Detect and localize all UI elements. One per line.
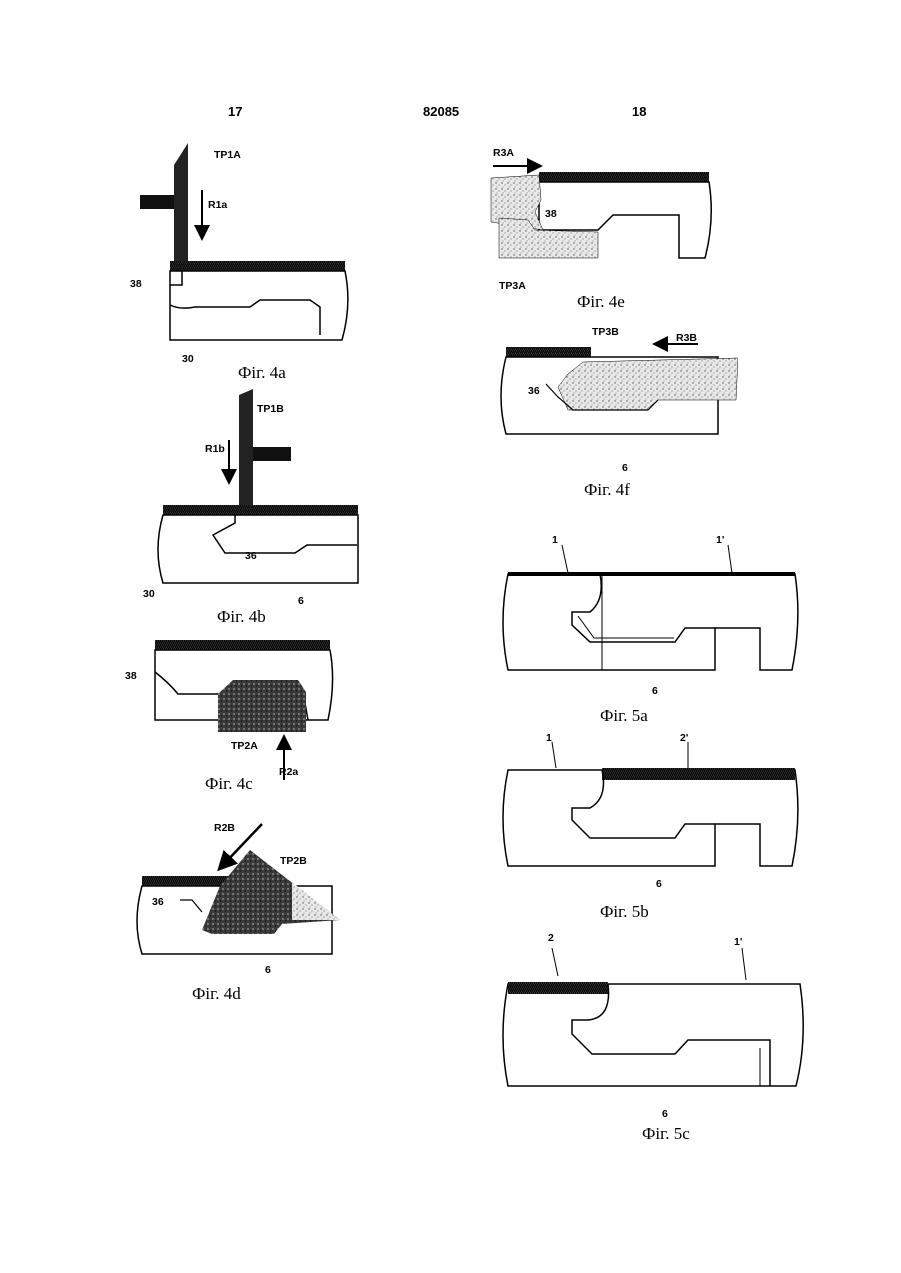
figure-4f: TP3B R3B 36 6 Фіг. 4f <box>488 322 738 512</box>
label-panel-b: 1' <box>716 534 724 546</box>
caption: Фіг. 4d <box>192 984 241 1004</box>
label-ref-c: 6 <box>298 595 304 607</box>
figure-5c: 2 1' 6 Фіг. 5с <box>490 928 810 1158</box>
label-tool: TP2B <box>280 855 307 867</box>
label-motion: R3A <box>493 147 514 159</box>
label-ref-a: 38 <box>545 208 557 220</box>
figure-4b: TP1B R1b 36 30 6 Фіг. 4b <box>135 385 370 635</box>
label-panel-a: 2 <box>548 932 554 944</box>
caption: Фіг. 4е <box>577 292 625 312</box>
caption: Фіг. 5а <box>600 706 648 726</box>
label-ref-a: 36 <box>245 550 257 562</box>
label-ref-b: 30 <box>182 353 194 365</box>
label-ref-a: 38 <box>125 670 137 682</box>
label-ref: 6 <box>656 878 662 890</box>
label-motion: R1b <box>205 443 225 455</box>
label-tool: TP1A <box>214 149 241 161</box>
label-panel-a: 1 <box>546 732 552 744</box>
caption: Фіг. 5b <box>600 902 649 922</box>
label-tool: TP2A <box>231 740 258 752</box>
label-ref-b: 6 <box>265 964 271 976</box>
left-page-number: 17 <box>228 104 242 119</box>
label-ref-a: 38 <box>130 278 142 290</box>
label-motion: R2B <box>214 822 235 834</box>
label-ref: 6 <box>652 685 658 697</box>
label-ref-b: 6 <box>622 462 628 474</box>
caption: Фіг. 5с <box>642 1124 690 1144</box>
caption: Фіг. 4с <box>205 774 253 794</box>
label-ref-b: 30 <box>143 588 155 600</box>
label-ref-a: 36 <box>528 385 540 397</box>
patent-number: 82085 <box>423 104 459 119</box>
figure-5b: 1 2' 6 Фіг. 5b <box>490 728 810 928</box>
figure-4d: R2B TP2B 36 6 Фіг. 4d <box>122 812 357 1012</box>
label-motion: R1a <box>208 199 227 211</box>
figure-4a: TP1A R1a 38 30 Фіг. 4а <box>130 135 360 385</box>
caption: Фіг. 4а <box>238 363 286 383</box>
caption: Фіг. 4f <box>584 480 630 500</box>
figure-5a: 1 1' 6 Фіг. 5а <box>490 530 810 740</box>
right-page-number: 18 <box>632 104 646 119</box>
label-tool: TP3A <box>499 280 526 292</box>
figure-4c: 38 TP2A R2a Фіг. 4с <box>123 632 348 802</box>
label-motion: R3B <box>676 332 697 344</box>
figure-4e: R3A 38 TP3A Фіг. 4е <box>483 140 723 340</box>
label-motion: R2a <box>279 766 298 778</box>
label-panel-b: 1' <box>734 936 742 948</box>
label-ref-a: 36 <box>152 896 164 908</box>
caption: Фіг. 4b <box>217 607 266 627</box>
label-tool: TP3B <box>592 326 619 338</box>
label-panel-b: 2' <box>680 732 688 744</box>
label-panel-a: 1 <box>552 534 558 546</box>
label-tool: TP1B <box>257 403 284 415</box>
label-ref: 6 <box>662 1108 668 1120</box>
